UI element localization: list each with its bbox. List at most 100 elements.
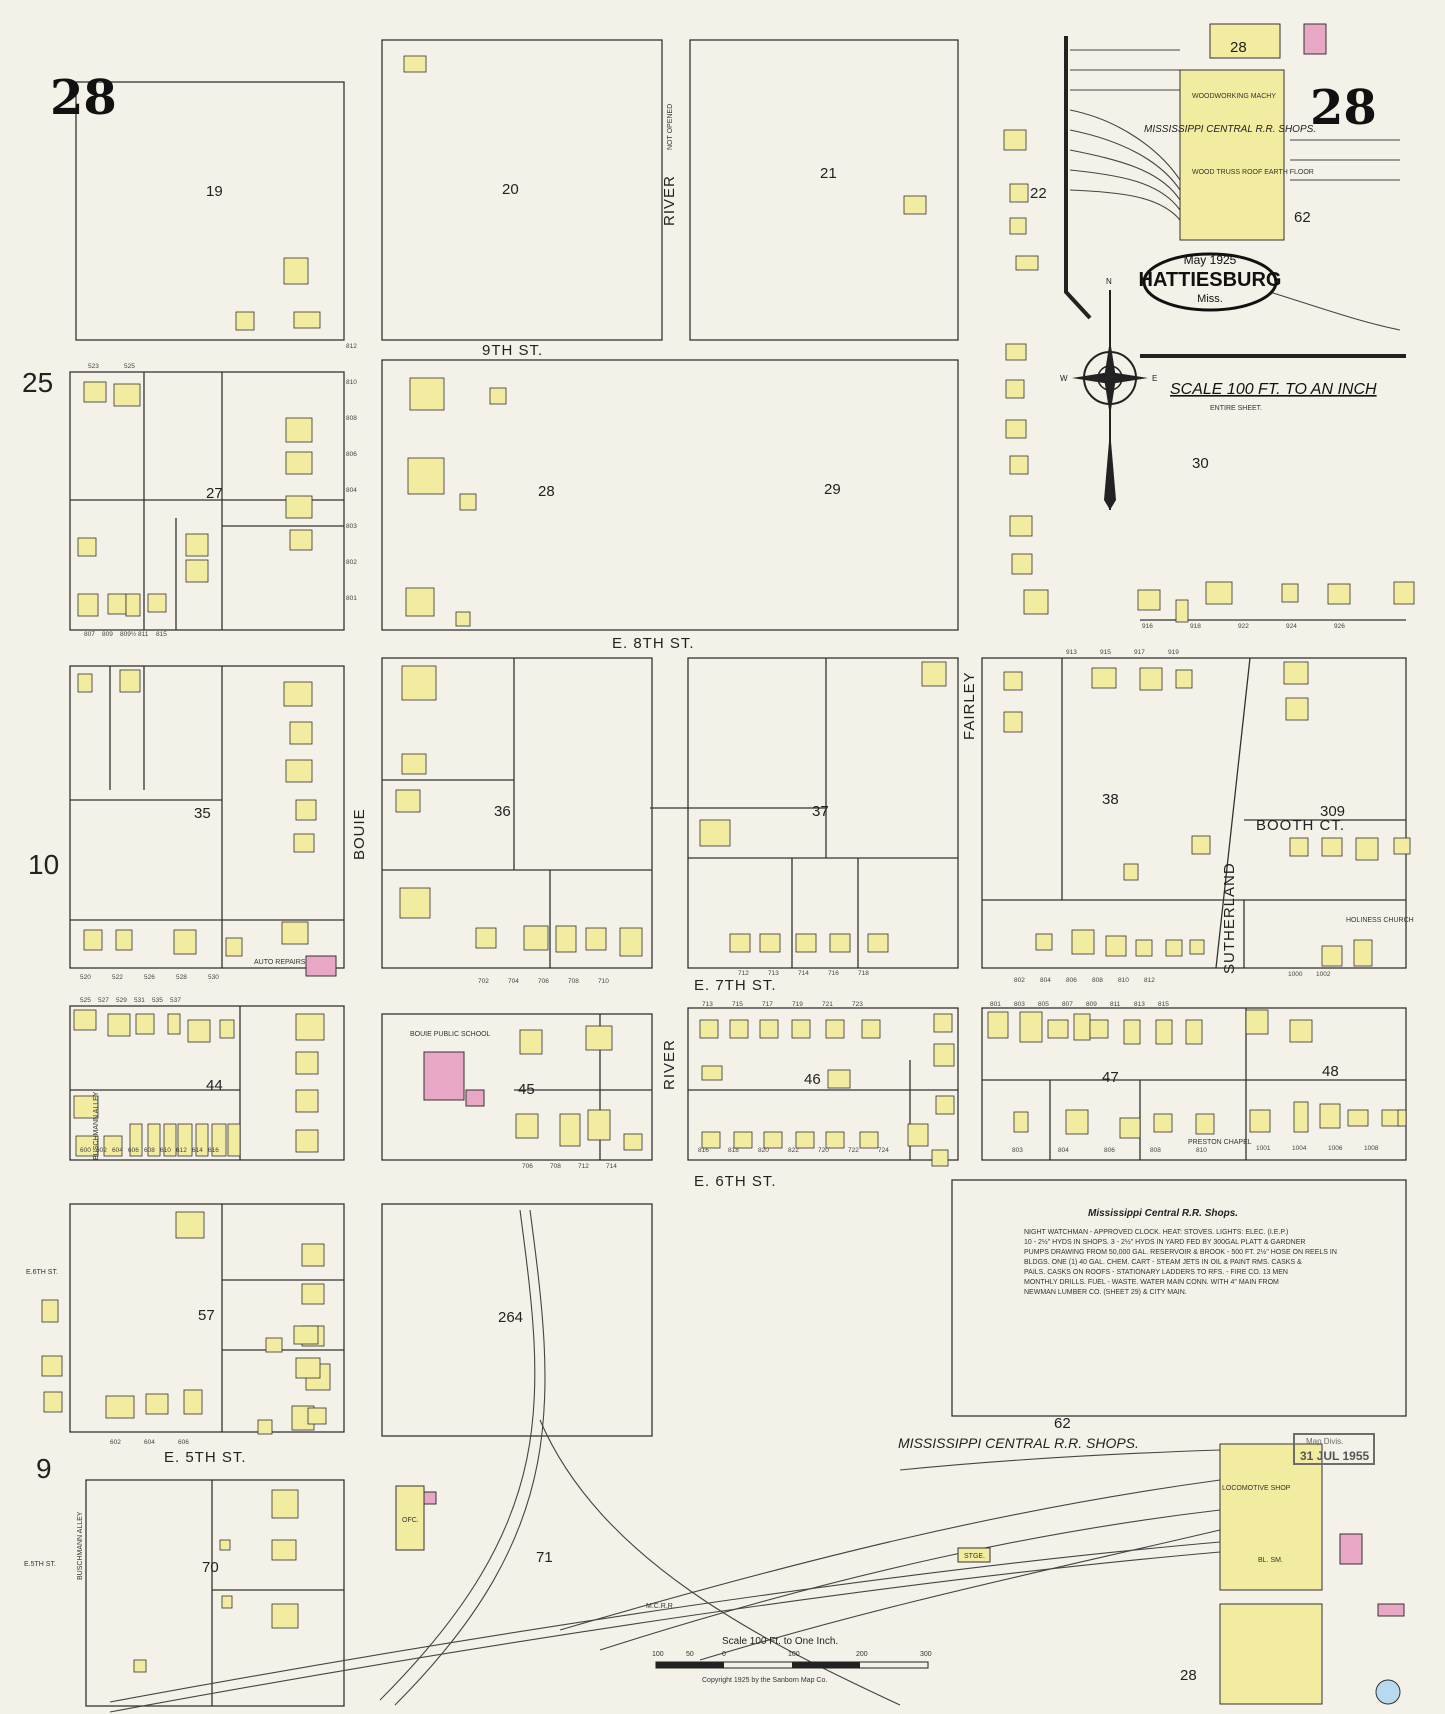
block-outline bbox=[381, 1013, 653, 1161]
dwelling bbox=[935, 1095, 955, 1115]
address-number: 1004 bbox=[1292, 1145, 1307, 1152]
address-number: 713 bbox=[702, 1001, 713, 1008]
address-number: 801 bbox=[990, 1001, 1001, 1008]
mcrr-shops-bottom-label: MISSISSIPPI CENTRAL R.R. SHOPS. bbox=[898, 1435, 1139, 1451]
dwelling bbox=[1137, 589, 1161, 611]
dwelling bbox=[587, 1109, 611, 1141]
address-number: 704 bbox=[508, 978, 519, 985]
dwelling bbox=[1321, 837, 1343, 857]
block-outline bbox=[689, 39, 959, 341]
street-buschmann-bottom: BUSCHMANN ALLEY bbox=[77, 1511, 84, 1580]
scale-text: SCALE 100 FT. TO AN INCH bbox=[1170, 381, 1377, 398]
dwelling bbox=[1353, 939, 1373, 967]
stamp-line1: Map Divis. bbox=[1306, 1437, 1343, 1446]
dwelling bbox=[265, 1337, 283, 1353]
address-number: 913 bbox=[1066, 649, 1077, 656]
yard-track bbox=[1290, 139, 1400, 181]
address-number: 803 bbox=[1014, 1001, 1025, 1008]
dwelling bbox=[295, 1129, 319, 1153]
dwelling bbox=[1249, 1109, 1271, 1133]
block-number: 21 bbox=[820, 165, 837, 182]
block-number: 46 bbox=[804, 1071, 821, 1088]
school-building bbox=[423, 1051, 465, 1101]
dwelling bbox=[1015, 255, 1039, 271]
dwelling bbox=[1191, 835, 1211, 855]
notes-line: MONTHLY DRILLS. FUEL - WASTE. WATER MAIN… bbox=[1024, 1279, 1279, 1286]
heavy-lines bbox=[1064, 36, 1406, 358]
address-number: 610 bbox=[160, 1147, 171, 1154]
dwelling bbox=[829, 933, 851, 953]
compass-rose-icon: N E W bbox=[1060, 277, 1157, 510]
dwelling bbox=[285, 759, 313, 783]
dwelling bbox=[83, 381, 107, 403]
notes-line: NEWMAN LUMBER CO. (SHEET 29) & CITY MAIN… bbox=[1024, 1289, 1187, 1296]
address-number: 820 bbox=[758, 1147, 769, 1154]
address-number: 530 bbox=[208, 974, 219, 981]
rail-siding bbox=[699, 1529, 1221, 1661]
dwelling bbox=[185, 559, 209, 583]
dwelling bbox=[987, 1011, 1009, 1039]
address-number: 717 bbox=[762, 1001, 773, 1008]
dwelling bbox=[1009, 217, 1027, 235]
dwelling bbox=[175, 1211, 205, 1239]
compass-east: E bbox=[1152, 374, 1157, 383]
address-number: 806 bbox=[1066, 977, 1077, 984]
dwelling bbox=[1347, 1109, 1369, 1127]
scale-tick: 100 bbox=[652, 1651, 664, 1658]
dwelling bbox=[289, 721, 313, 745]
dwelling bbox=[559, 1113, 581, 1147]
dwelling bbox=[293, 311, 321, 329]
address-number: 808 bbox=[1150, 1147, 1161, 1154]
dwelling bbox=[1071, 929, 1095, 955]
fire-notes: Mississippi Central R.R. Shops. NIGHT WA… bbox=[1024, 1208, 1337, 1296]
address-number: 531 bbox=[134, 997, 145, 1004]
block-outline bbox=[687, 657, 959, 969]
block-number: 37 bbox=[812, 803, 829, 820]
dwelling bbox=[1003, 129, 1027, 151]
bottom-sheet-ref: 28 bbox=[1180, 1667, 1197, 1684]
wood-truss-label: WOOD TRUSS ROOF EARTH FLOOR bbox=[1192, 169, 1314, 176]
block-number: 71 bbox=[536, 1549, 553, 1566]
address-number: 523 bbox=[88, 363, 99, 370]
dwelling bbox=[827, 1069, 851, 1089]
water-tank-icon bbox=[1375, 1679, 1401, 1705]
dwelling bbox=[455, 611, 471, 627]
notes-line: BLDGS. ONE (1) 40 GAL. CHEM. CART - STEA… bbox=[1024, 1259, 1302, 1266]
scale-tick: 200 bbox=[856, 1651, 868, 1658]
heavy-line bbox=[1064, 36, 1092, 320]
street-buschmann-top: BUSCHMANN ALLEY bbox=[93, 1091, 100, 1160]
rail-main bbox=[109, 1551, 1221, 1713]
yard-track bbox=[1069, 149, 1181, 201]
yard-track bbox=[1069, 169, 1181, 211]
scale-tick: 300 bbox=[920, 1651, 932, 1658]
address-number: 720 bbox=[818, 1147, 829, 1154]
address-number: 815 bbox=[156, 631, 167, 638]
block-outline bbox=[381, 1203, 653, 1437]
block-number: 20 bbox=[502, 181, 519, 198]
dwelling bbox=[519, 1029, 543, 1055]
dwelling bbox=[555, 925, 577, 953]
address-number: 602 bbox=[110, 1439, 121, 1446]
address-number: 926 bbox=[1334, 623, 1345, 630]
address-number: 803 bbox=[1012, 1147, 1023, 1154]
address-number: 708 bbox=[550, 1163, 561, 1170]
block-number: 36 bbox=[494, 803, 511, 820]
dwelling bbox=[163, 1123, 177, 1157]
street-e5th: E. 5TH ST. bbox=[164, 1449, 247, 1466]
address-number: 813 bbox=[1134, 1001, 1145, 1008]
locomotive-shop-label: LOCOMOTIVE SHOP bbox=[1222, 1485, 1291, 1492]
dwelling bbox=[1205, 581, 1233, 605]
address-number: 915 bbox=[1100, 649, 1111, 656]
sheet-number-right: 28 bbox=[1310, 80, 1377, 136]
address-number: 919 bbox=[1168, 649, 1179, 656]
street-river-top: RIVER bbox=[661, 175, 678, 226]
dwelling bbox=[523, 925, 549, 951]
dwelling bbox=[1091, 667, 1117, 689]
address-number: 529 bbox=[116, 997, 127, 1004]
storage-label: STGE. bbox=[964, 1553, 985, 1560]
block-number: 48 bbox=[1322, 1063, 1339, 1080]
stamp-date: 31 JUL 1955 bbox=[1300, 1449, 1369, 1463]
address-number: 526 bbox=[144, 974, 155, 981]
dwelling bbox=[227, 1123, 241, 1157]
